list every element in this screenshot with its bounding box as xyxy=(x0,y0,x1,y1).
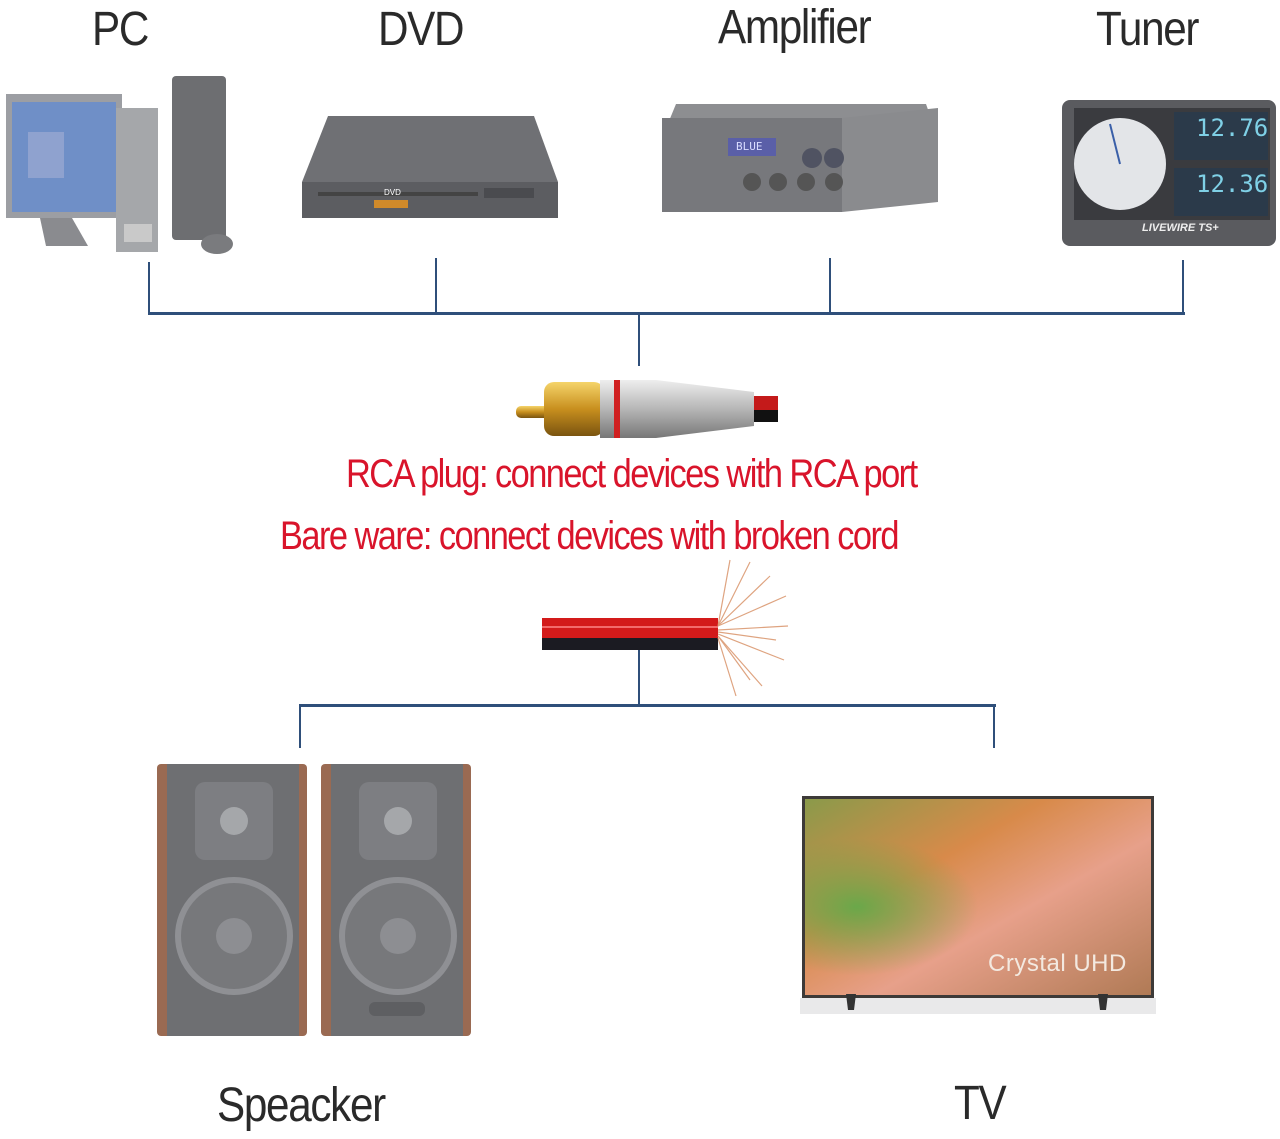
tuner-value-2: 12.36 xyxy=(1196,170,1269,198)
rca-plug-image xyxy=(514,370,784,440)
connector-pc xyxy=(148,262,150,314)
bare-wire-image xyxy=(540,556,790,700)
connector-from-wire xyxy=(638,650,640,706)
amp-display-text: BLUE xyxy=(736,140,763,153)
dvd-screen-text: DVD xyxy=(384,188,401,197)
connector-dvd xyxy=(435,258,437,314)
label-tv: TV xyxy=(954,1077,1007,1130)
tuner-value-1: 12.76 xyxy=(1196,114,1269,142)
connector-tuner xyxy=(1182,260,1184,314)
connector-speaker xyxy=(299,704,301,748)
caption-rca: RCA plug: connect devices with RCA port xyxy=(346,452,918,496)
connector-amplifier xyxy=(829,258,831,314)
label-pc: PC xyxy=(92,3,149,56)
label-dvd: DVD xyxy=(378,3,465,56)
bottom-bus-line xyxy=(299,704,996,707)
tuner-brand: LIVEWIRE TS+ xyxy=(1142,222,1219,234)
connector-tv xyxy=(993,704,995,748)
speaker-image xyxy=(155,760,475,1052)
tv-image: Crystal UHD xyxy=(800,794,1156,1016)
label-tuner: Tuner xyxy=(1096,3,1199,56)
label-amplifier: Amplifier xyxy=(718,1,872,54)
tuner-image: 12.76 12.36 LIVEWIRE TS+ xyxy=(1060,98,1278,248)
connector-to-rca xyxy=(638,314,640,366)
pc-image xyxy=(2,74,242,264)
dvd-image: DVD xyxy=(298,112,558,222)
caption-bare-wire: Bare ware: connect devices with broken c… xyxy=(280,514,900,558)
top-bus-line xyxy=(148,312,1185,315)
tv-brand-text: Crystal UHD xyxy=(988,950,1127,977)
label-speaker: Speacker xyxy=(217,1079,386,1132)
amplifier-image: BLUE xyxy=(656,98,946,218)
